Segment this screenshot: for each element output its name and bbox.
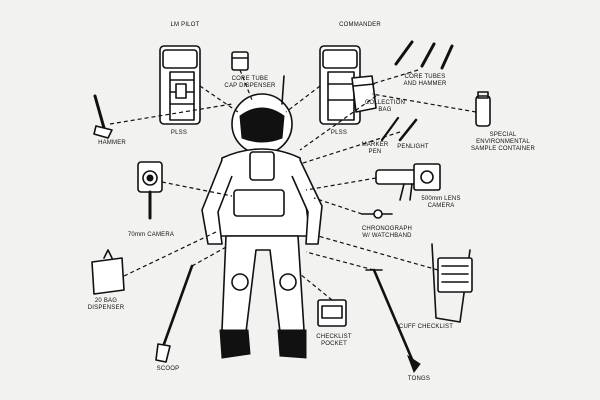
plss-left-label: PLSS (170, 130, 188, 136)
penlight-label: PENLIGHT (397, 144, 429, 150)
commander-label: COMMANDER (339, 22, 381, 28)
penlight (398, 118, 418, 142)
20-bag-dispenser-label: 20 BAG DISPENSER (87, 298, 125, 311)
500mm-lens-camera (375, 163, 441, 201)
astronaut-figure (201, 75, 323, 359)
hammer-label: HAMMER (98, 140, 126, 146)
70mm-camera-label: 70mm CAMERA (127, 232, 175, 238)
marker-pen-label: MARKER PEN (361, 142, 389, 155)
lm-pilot-label: LM PILOT (170, 22, 200, 28)
special-environmental-sample-container-label: SPECIAL ENVIRONMENTAL SAMPLE CONTAINER (470, 132, 536, 152)
plss-backpack-left (159, 45, 201, 125)
70mm-camera (137, 161, 163, 220)
core-tubes-and-hammer (394, 40, 454, 70)
core-tube-cap-dispenser (231, 51, 249, 71)
checklist-pocket-label: CHECKLIST POCKET (316, 334, 352, 347)
collection-bag (351, 75, 377, 113)
500mm-lens-camera-label: 500mm LENS CAMERA (421, 196, 461, 209)
checklist-pocket (317, 299, 347, 327)
tongs-label: TONGS (407, 376, 431, 382)
plss-right-label: PLSS (330, 130, 348, 136)
scoop (155, 264, 194, 363)
tongs (365, 268, 421, 374)
special-environmental-sample-container (475, 91, 491, 127)
cuff-checklist (431, 243, 473, 323)
cuff-checklist-label: CUFF CHECKLIST (398, 324, 454, 330)
collection-bag-label: COLLECTION BAG (364, 100, 406, 113)
core-tube-cap-dispenser-label: CORE TUBE CAP DISPENSER (224, 76, 276, 89)
chronograph-watch (361, 209, 393, 219)
leader-lines (109, 69, 477, 301)
hammer (93, 94, 113, 139)
20-bag-dispenser (91, 249, 125, 295)
core-tubes-and-hammer-label: CORE TUBES AND HAMMER (403, 74, 447, 87)
scoop-label: SCOOP (156, 366, 180, 372)
chronograph-label: CHRONOGRAPH W/ WATCHBAND (361, 226, 413, 239)
